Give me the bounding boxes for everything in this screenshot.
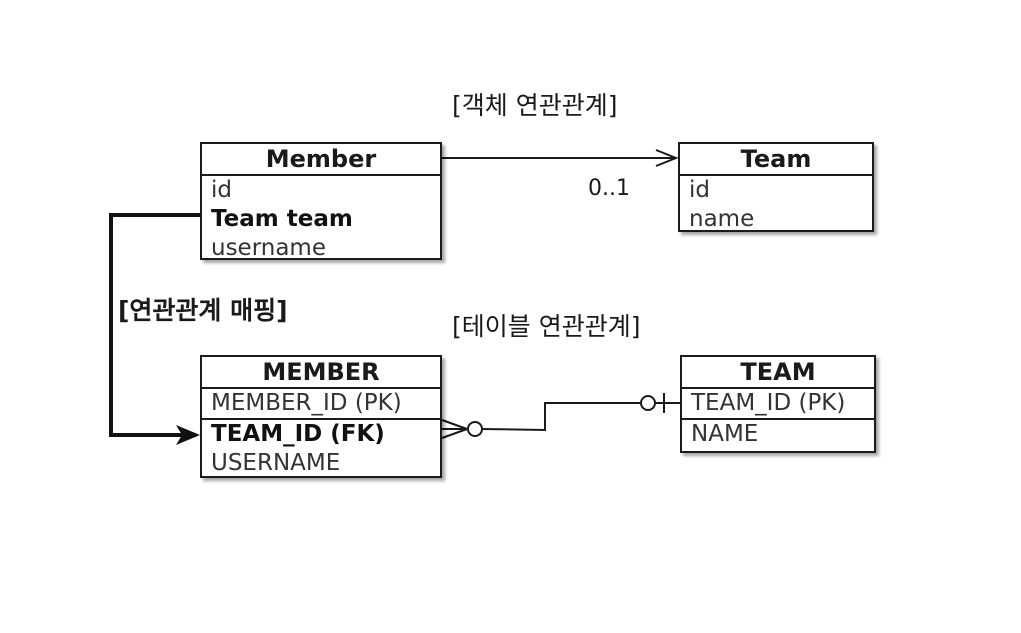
object-relation-label: [객체 연관관계] [452,91,618,120]
team-field-name: name [689,206,755,232]
multiplicity-label: 0..1 [588,176,630,201]
table-relation-label: [테이블 연관관계] [452,312,641,341]
member-column-team-id: TEAM_ID (FK) [211,421,385,447]
mapping-label: [연관관계 매핑] [118,296,288,325]
team-table-title: TEAM [682,357,874,389]
team-table-box: TEAM TEAM_ID (PK) NAME [680,355,876,453]
mapping-arrow [109,213,201,445]
member-field-id: id [211,177,232,203]
member-field-username: username [211,235,326,261]
member-column-member-id: MEMBER_ID (PK) [202,389,440,420]
object-association-arrow [442,149,679,167]
member-table-title: MEMBER [202,357,440,389]
member-table-box: MEMBER MEMBER_ID (PK) TEAM_ID (FK) USERN… [200,355,442,478]
team-field-id: id [689,177,710,203]
table-relationship-line [441,393,680,439]
team-column-name: NAME [691,421,759,447]
team-class-title: Team [680,144,872,176]
team-class-box: Team id name [678,142,874,232]
team-column-team-id: TEAM_ID (PK) [682,389,874,420]
member-field-team: Team team [211,206,353,232]
member-column-username: USERNAME [211,450,341,476]
member-class-box: Member id Team team username [200,142,442,261]
member-class-title: Member [202,144,440,176]
